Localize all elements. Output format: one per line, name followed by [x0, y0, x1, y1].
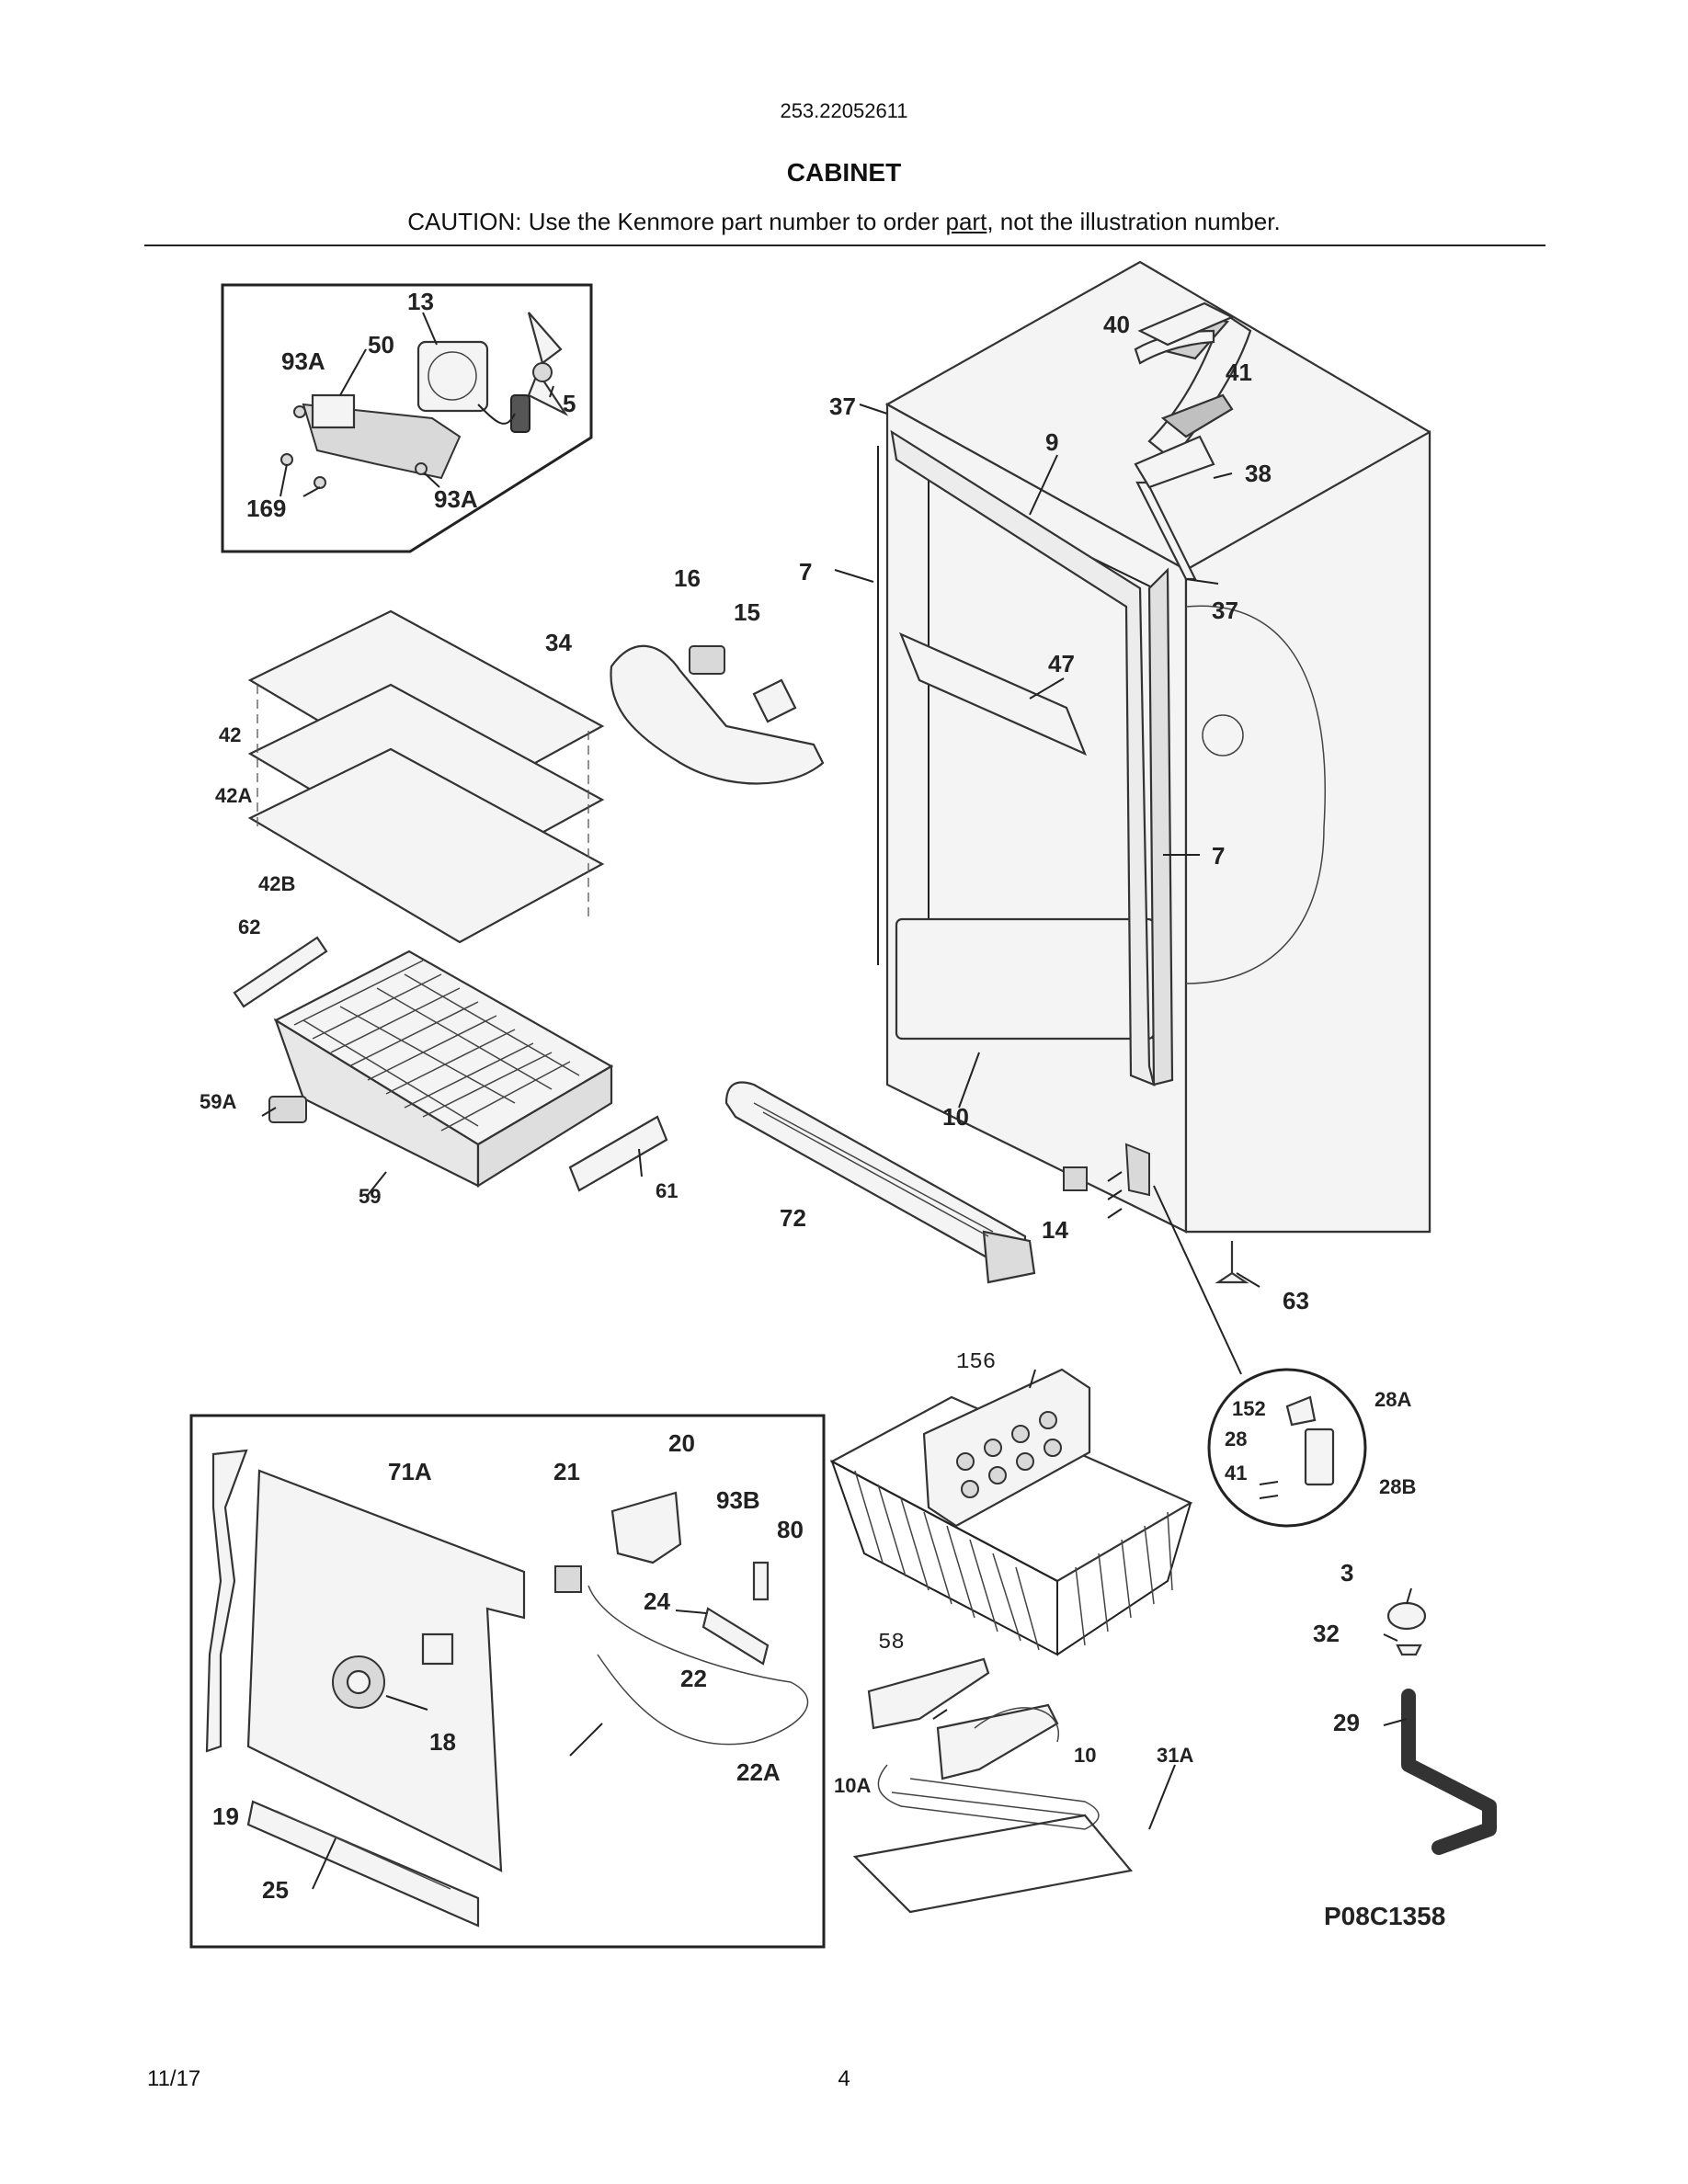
callout-61: 61	[656, 1179, 678, 1202]
callout-20: 20	[668, 1429, 695, 1457]
callout-42A: 42A	[215, 784, 252, 807]
callout-22: 22	[680, 1665, 707, 1692]
callout-19: 19	[212, 1803, 239, 1830]
callout-3: 3	[1340, 1559, 1353, 1587]
callout-32: 32	[1313, 1620, 1340, 1647]
rear-panel-inset	[189, 1414, 826, 1949]
cabinet-body	[877, 260, 1431, 1234]
footer-date: 11/17	[147, 2066, 201, 2091]
misc-hardware	[1063, 1166, 1249, 1284]
callout-41: 41	[1226, 358, 1252, 386]
callout-5: 5	[563, 390, 576, 417]
callout-28A: 28A	[1374, 1388, 1411, 1411]
callout-13: 13	[407, 288, 434, 315]
callout-37: 37	[829, 392, 856, 420]
shelves	[247, 609, 605, 944]
callout-59: 59	[359, 1185, 381, 1208]
caution-link: part	[945, 208, 987, 235]
callout-93A: 93A	[281, 347, 325, 375]
callout-40: 40	[1103, 311, 1130, 338]
callout-28: 28	[1225, 1428, 1247, 1450]
section-title: CABINET	[786, 158, 902, 187]
hinge-detail	[1153, 1185, 1367, 1528]
header-divider	[144, 245, 1545, 246]
callout-58: 58	[878, 1631, 905, 1655]
caution-prefix: CAUTION: Use the Kenmore part number to …	[407, 208, 946, 235]
callout-24: 24	[644, 1587, 670, 1615]
callout-10: 10	[942, 1103, 969, 1131]
callout-10A: 10A	[834, 1774, 871, 1797]
callout-47: 47	[1048, 650, 1075, 677]
callout-62: 62	[238, 916, 260, 938]
callout-80: 80	[777, 1516, 804, 1543]
light-cover	[610, 644, 825, 785]
callout-169: 169	[246, 495, 286, 522]
fan-motor-inset	[221, 283, 593, 553]
callout-42: 42	[219, 723, 241, 746]
heater-assembly	[852, 1657, 1134, 1914]
grille	[724, 1081, 1036, 1284]
callout-22A: 22A	[736, 1758, 781, 1786]
leader-lines	[261, 404, 1412, 1890]
callout-25: 25	[262, 1876, 289, 1904]
drawing-id: P08C1358	[1324, 1902, 1445, 1930]
callout-152: 152	[1232, 1397, 1266, 1420]
callout-18: 18	[429, 1728, 456, 1756]
callout-72: 72	[780, 1204, 806, 1232]
callout-93B: 93B	[716, 1486, 760, 1514]
door-stop-parts	[1386, 1601, 1497, 1855]
callout-156: 156	[956, 1350, 996, 1375]
freezer-basket	[233, 936, 668, 1192]
callout-labels: 13 93A 50 5 169 93A 37 40 41 9 38 37 16 …	[200, 288, 1445, 1930]
callout-9: 9	[1045, 428, 1058, 456]
callout-7: 7	[799, 558, 812, 586]
callout-71A: 71A	[388, 1458, 432, 1485]
callout-63: 63	[1283, 1287, 1309, 1314]
callout-50: 50	[368, 331, 394, 358]
callout-41-detail: 41	[1225, 1462, 1247, 1484]
callout-28B: 28B	[1379, 1475, 1416, 1498]
callout-42B: 42B	[258, 872, 295, 895]
caution-suffix: , not the illustration number.	[987, 208, 1281, 235]
model-number: 253.22052611	[780, 99, 908, 122]
callout-10-heater: 10	[1074, 1744, 1096, 1767]
callout-21: 21	[553, 1458, 580, 1485]
callout-31A: 31A	[1157, 1744, 1193, 1767]
callout-37-right: 37	[1212, 597, 1238, 624]
callout-14: 14	[1042, 1216, 1068, 1244]
callout-38: 38	[1245, 460, 1272, 487]
hinge-top	[1134, 301, 1235, 489]
caution-note: CAUTION: Use the Kenmore part number to …	[0, 208, 1688, 236]
callout-7-right: 7	[1212, 842, 1225, 870]
page-number: 4	[838, 2066, 850, 2091]
callout-93A-lower: 93A	[434, 485, 478, 513]
callout-16: 16	[674, 564, 701, 592]
callout-29: 29	[1333, 1709, 1360, 1736]
wire-basket	[829, 1368, 1193, 1656]
callout-59A: 59A	[200, 1090, 236, 1113]
callout-15: 15	[734, 598, 760, 626]
callout-34: 34	[545, 629, 572, 656]
